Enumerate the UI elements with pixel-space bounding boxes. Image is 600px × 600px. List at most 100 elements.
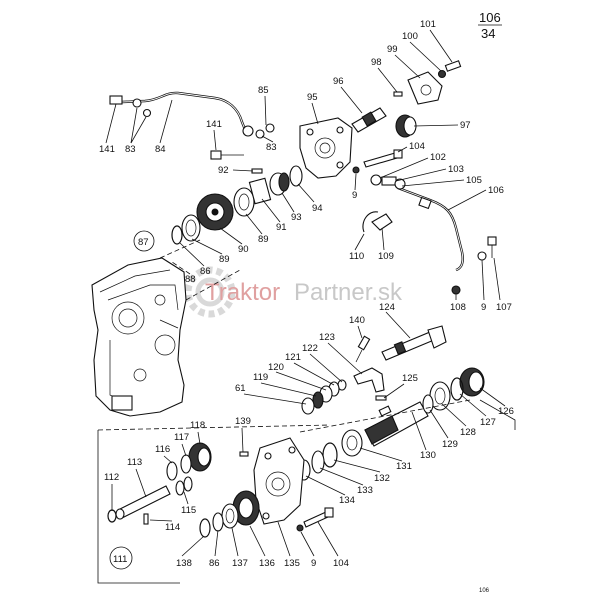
label-138: 138 — [176, 558, 192, 569]
pipe-106 — [397, 186, 464, 272]
oil-pipe-84 — [109, 91, 254, 137]
reference-outline-upper — [159, 239, 241, 301]
label-98: 98 — [371, 57, 382, 68]
label-94: 94 — [312, 203, 323, 214]
label-9-lower: 9 — [311, 558, 316, 569]
label-106: 106 — [488, 185, 504, 196]
label-133: 133 — [357, 485, 373, 496]
circlip-127 — [450, 377, 464, 401]
label-132: 132 — [374, 473, 390, 484]
label-89-right: 89 — [258, 234, 269, 245]
label-137: 137 — [232, 558, 248, 569]
label-128: 128 — [460, 427, 476, 438]
label-85: 85 — [258, 85, 269, 96]
bearing-89 — [233, 187, 255, 217]
label-87: 87 — [138, 237, 149, 248]
label-95: 95 — [307, 92, 318, 103]
label-119: 119 — [253, 372, 268, 383]
shift-shaft-124 — [381, 325, 447, 361]
label-96: 96 — [333, 76, 344, 87]
label-112: 112 — [104, 472, 119, 483]
bearing-137 — [221, 503, 239, 529]
circlip-112 — [107, 509, 117, 523]
label-123: 123 — [319, 332, 335, 343]
label-130: 130 — [420, 450, 436, 461]
shaft-96 — [351, 107, 387, 133]
ring-132 — [322, 442, 338, 468]
banjo-bolt-141-top — [109, 95, 123, 105]
spacer-91 — [248, 177, 272, 205]
label-129: 129 — [442, 439, 458, 450]
label-88: 88 — [185, 274, 196, 285]
flange-99 — [407, 71, 443, 105]
ring-133 — [311, 450, 325, 474]
transmission-casing — [91, 257, 187, 417]
bolt-101 — [444, 60, 462, 72]
page-number-top: 106 — [479, 10, 501, 25]
bolt-104-top — [363, 149, 403, 168]
shaft-113 — [115, 485, 171, 520]
label-140: 140 — [349, 315, 365, 326]
washer-83-b — [142, 108, 152, 118]
label-141-left: 141 — [99, 144, 115, 155]
label-114: 114 — [165, 522, 180, 533]
label-109: 109 — [378, 251, 394, 262]
gear-97 — [395, 114, 417, 138]
footer-code: 106 — [479, 588, 490, 594]
label-136: 136 — [259, 558, 275, 569]
leader-lines — [105, 29, 506, 557]
washer-100 — [437, 69, 447, 79]
label-121: 121 — [285, 352, 301, 363]
label-108: 108 — [450, 302, 466, 313]
seal-ring-89-lower — [181, 214, 201, 242]
label-116: 116 — [155, 444, 170, 455]
gear-93 — [269, 172, 290, 196]
label-141-mid: 141 — [206, 119, 222, 130]
label-118: 118 — [190, 420, 205, 431]
label-91: 91 — [276, 222, 287, 233]
pump-housing-95 — [299, 117, 353, 179]
label-104-top: 104 — [409, 141, 425, 152]
label-86-top: 86 — [200, 266, 211, 277]
label-92: 92 — [218, 165, 229, 176]
label-110: 110 — [349, 251, 364, 262]
watermark: Traktor Partner.sk — [184, 266, 403, 318]
label-9-right: 9 — [481, 302, 486, 313]
pto-shaft-130 — [364, 401, 429, 447]
clip-110 — [362, 211, 379, 233]
callout-87: 87 — [133, 230, 155, 252]
label-111: 111 — [113, 554, 127, 565]
washer-9-right — [477, 251, 487, 261]
label-124: 124 — [379, 302, 395, 313]
label-90: 90 — [238, 244, 249, 255]
circlip-left — [171, 225, 183, 245]
label-134: 134 — [339, 495, 355, 506]
label-125: 125 — [402, 373, 418, 384]
label-117: 117 — [174, 432, 189, 443]
label-86-lower: 86 — [209, 558, 220, 569]
watermark-gear-icon — [184, 266, 236, 318]
label-99: 99 — [387, 44, 398, 55]
gear-90 — [196, 193, 234, 231]
label-61: 61 — [235, 383, 246, 394]
label-107: 107 — [496, 302, 512, 313]
label-97: 97 — [460, 120, 471, 131]
label-120: 120 — [268, 362, 284, 373]
ring-94 — [289, 165, 303, 187]
label-9-top: 9 — [352, 190, 357, 201]
cover-135 — [253, 437, 305, 525]
sleeve-131 — [341, 429, 363, 457]
gear-126 — [459, 367, 485, 397]
bearing-116 — [166, 461, 178, 481]
label-139: 139 — [235, 416, 251, 427]
washer-9-lower — [296, 524, 304, 532]
washer-9-top — [352, 166, 360, 174]
part-labels: 101 100 99 98 96 97 95 85 83 83 141 141 … — [99, 19, 514, 594]
pin-92 — [251, 168, 263, 174]
label-122: 122 — [302, 343, 318, 354]
callout-111: 111 — [109, 546, 133, 570]
label-100: 100 — [402, 31, 418, 42]
pin-139 — [239, 451, 249, 457]
label-103: 103 — [448, 164, 464, 175]
